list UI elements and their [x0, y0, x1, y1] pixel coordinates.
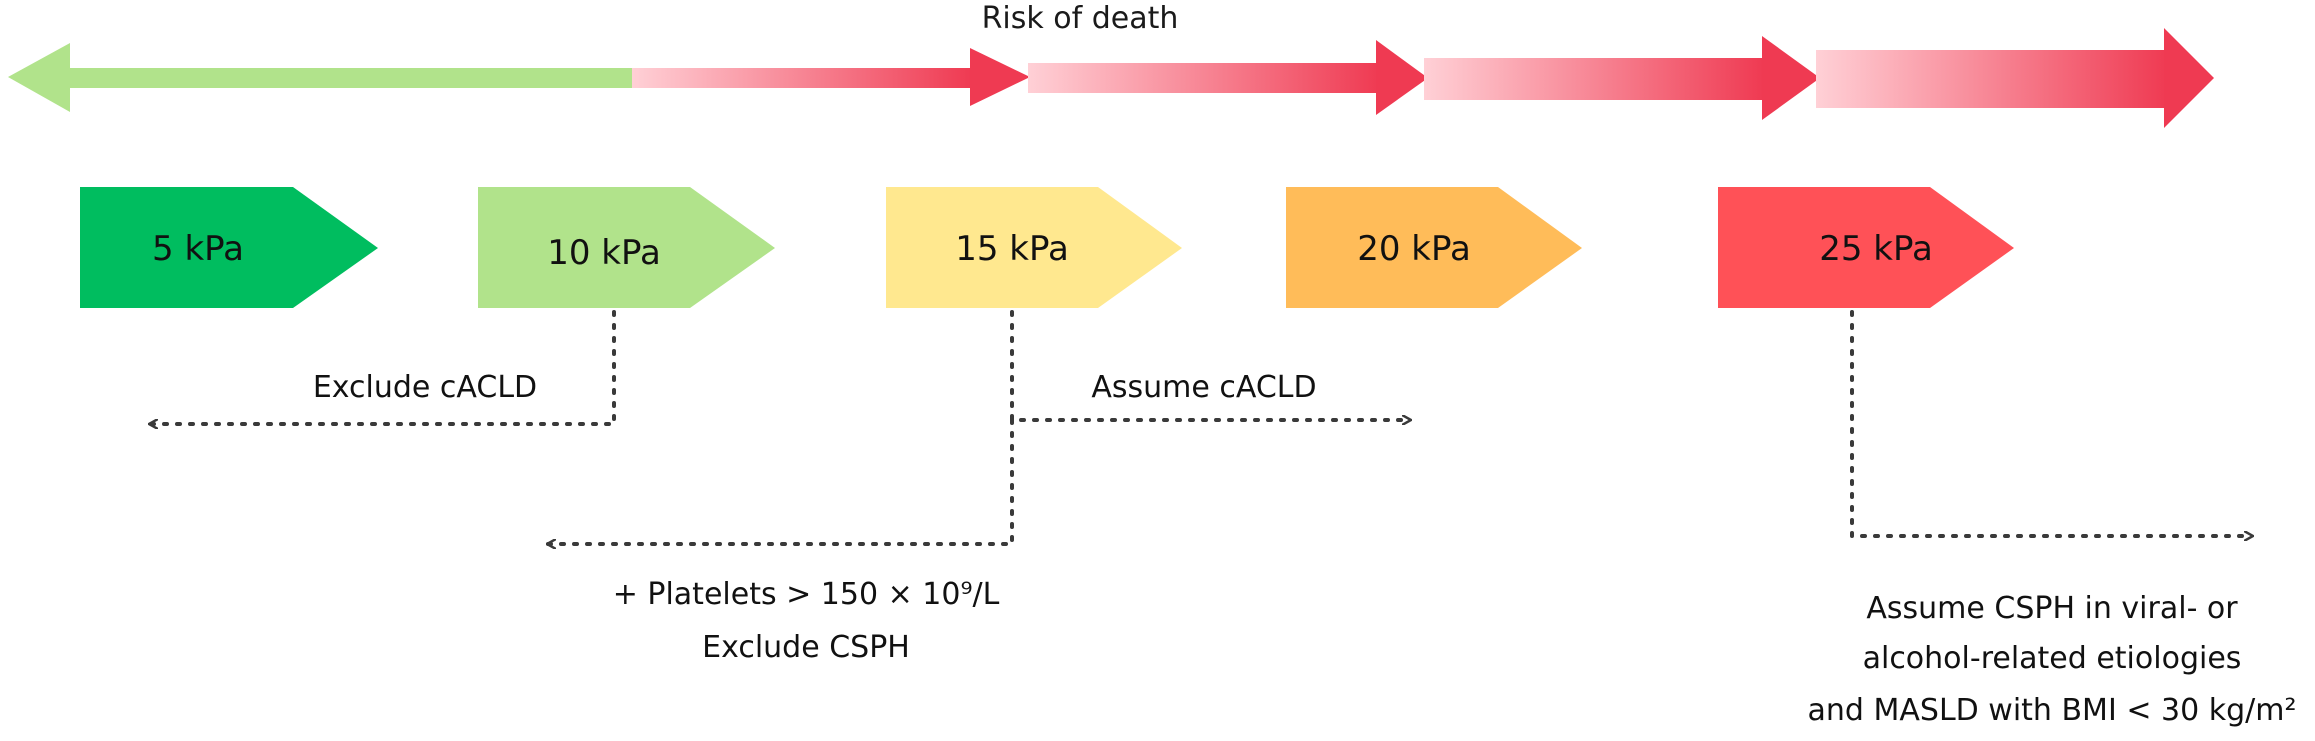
- assume-csph-label-line-1: Assume CSPH in viral- or: [1866, 591, 2238, 626]
- risk-arrow-gradient-shaft-3: [1424, 58, 1764, 100]
- marker-20-kpa-shape: [1286, 187, 1582, 308]
- risk-arrow-head-2: [1376, 40, 1428, 115]
- marker-20-kpa: 20 kPa: [1286, 187, 1582, 308]
- marker-5-kpa-shape: [80, 187, 378, 308]
- exclude-cacld-label: Exclude cACLD: [313, 370, 537, 405]
- risk-arrow-gradient-shaft-2: [1028, 63, 1380, 93]
- marker-10-kpa-shape: [478, 187, 775, 308]
- risk-of-death-label: Risk of death: [982, 1, 1179, 36]
- marker-5-kpa: 5 kPa: [80, 187, 378, 308]
- marker-25-kpa: 25 kPa: [1718, 187, 2014, 308]
- exclude-cacld-connector: [148, 310, 616, 424]
- marker-15-kpa-label: 15 kPa: [955, 229, 1069, 269]
- risk-arrow-head-4: [2164, 28, 2214, 128]
- marker-5-kpa-label: 5 kPa: [152, 229, 244, 269]
- marker-15-kpa-shape: [886, 187, 1182, 308]
- kpa-markers: 5 kPa 10 kPa 15 kPa 20 kPa 25 kPa: [80, 187, 2014, 308]
- exclude-csph-connector: [546, 418, 1014, 544]
- assume-csph-connector: [1850, 310, 2254, 536]
- platelets-label: + Platelets > 150 × 10⁹/L: [613, 577, 1000, 612]
- marker-25-kpa-label: 25 kPa: [1819, 229, 1933, 269]
- risk-arrow-gradient-shaft-4: [1816, 50, 2168, 108]
- marker-25-kpa-shape: [1718, 187, 2014, 308]
- risk-arrow-left-head: [8, 43, 70, 112]
- marker-10-kpa-label: 10 kPa: [547, 233, 661, 273]
- marker-10-kpa: 10 kPa: [478, 187, 775, 308]
- risk-arrow-gradient-shaft-1: [632, 68, 972, 88]
- assume-cacld-label: Assume cACLD: [1091, 370, 1316, 405]
- assume-csph-label-line-3: and MASLD with BMI < 30 kg/m²: [1808, 693, 2297, 728]
- dotted-connectors: [148, 310, 2254, 544]
- risk-arrow-green-shaft: [68, 68, 634, 88]
- marker-20-kpa-label: 20 kPa: [1357, 229, 1471, 269]
- assume-csph-label-line-2: alcohol-related etiologies: [1863, 641, 2242, 676]
- risk-arrow-head-3: [1762, 36, 1820, 120]
- risk-arrow: [8, 28, 2214, 128]
- exclude-csph-label: Exclude CSPH: [702, 630, 910, 665]
- marker-15-kpa: 15 kPa: [886, 187, 1182, 308]
- risk-arrow-head-1: [970, 48, 1030, 106]
